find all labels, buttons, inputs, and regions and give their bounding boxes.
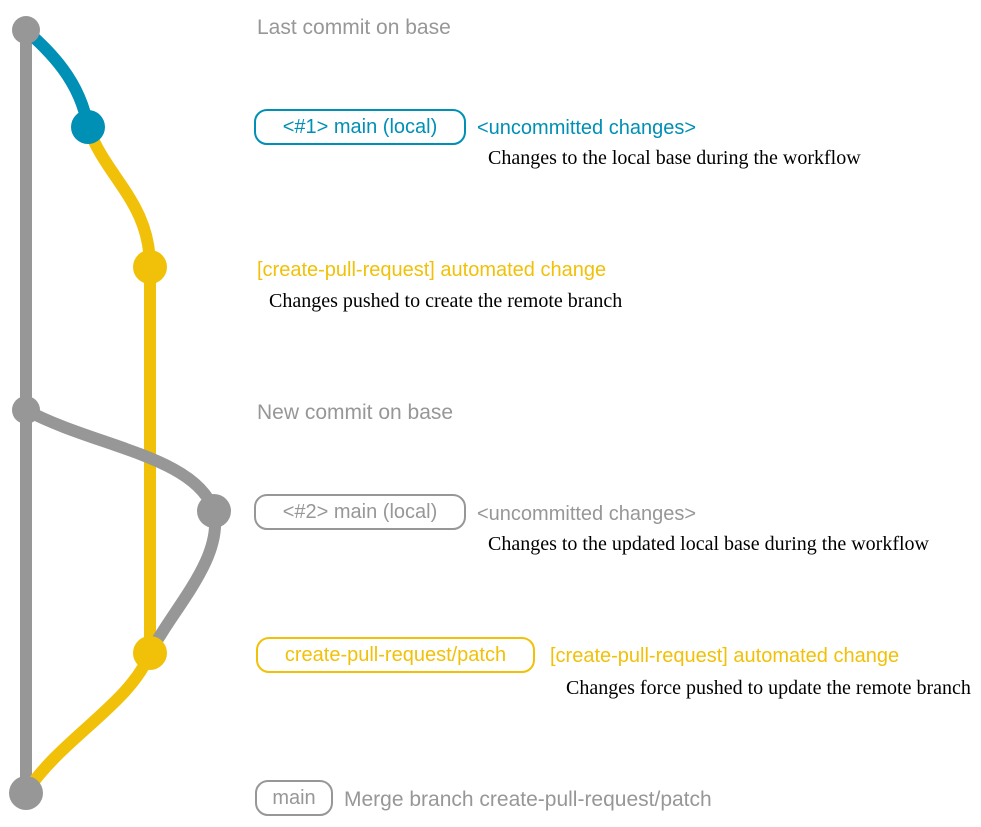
branch-badge-main-local-1: <#1> main (local) [254,109,466,145]
branch-badge-main: main [255,780,333,816]
commit-dot-merge [9,776,43,810]
label-merge-branch: Merge branch create-pull-request/patch [344,788,712,811]
commit-description-3: Changes to the updated local base during… [488,533,929,555]
commit-dot-main-local-2 [197,494,231,528]
label-new-commit-on-base: New commit on base [257,401,454,424]
commit-description-2: Changes pushed to create the remote bran… [269,290,623,312]
commit-dot-new-base [12,396,40,424]
commit-title-uncommitted-changes-2: <uncommitted changes> [477,503,697,525]
remote-branch-line [82,121,156,659]
commit-dot-last-base [12,16,40,44]
force-push-line [146,505,222,655]
commit-title-uncommitted-changes-1: <uncommitted changes> [477,117,697,139]
local-main-branch-line-1 [20,24,94,133]
commit-dot-main-local-1 [71,110,105,144]
label-last-commit-on-base: Last commit on base [257,16,451,39]
commit-description-4: Changes force pushed to update the remot… [566,677,971,699]
branch-badge-create-pull-request-patch: create-pull-request/patch [256,637,535,673]
branch-badge-main-local-2: <#2> main (local) [254,494,466,530]
commit-dot-automated-change-1 [133,250,167,284]
local-main-branch-line-2 [20,404,220,517]
commit-description-1: Changes to the local base during the wor… [488,147,861,169]
commit-title-automated-change-2: [create-pull-request] automated change [550,645,900,667]
commit-dot-automated-change-2 [133,636,167,670]
merge-line [21,647,156,797]
commit-title-automated-change-1: [create-pull-request] automated change [257,259,607,281]
